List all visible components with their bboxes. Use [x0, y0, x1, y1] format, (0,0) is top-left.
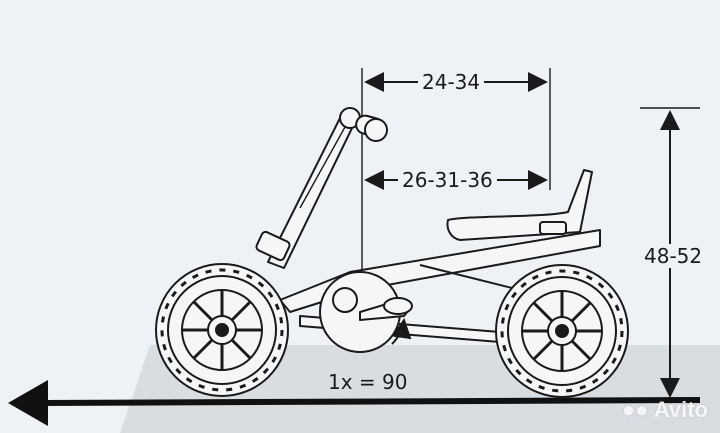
watermark-text: Avito: [653, 397, 708, 422]
front-wheel: [155, 263, 289, 397]
rear-wheel: [495, 264, 629, 398]
pedal-rotation-label: 1x = 90: [324, 370, 412, 394]
avito-dots-icon: ●●: [621, 397, 649, 422]
kart-frame: [255, 107, 601, 353]
dimension-label-top: 24-34: [418, 70, 485, 94]
extension-lines: [361, 68, 700, 305]
dimension-label-height: 48-52: [640, 244, 707, 268]
ground-arrow: [8, 380, 701, 426]
dimension-label-seat-pedal: 26-31-36: [398, 168, 497, 192]
watermark: ●● Avito: [622, 397, 708, 423]
